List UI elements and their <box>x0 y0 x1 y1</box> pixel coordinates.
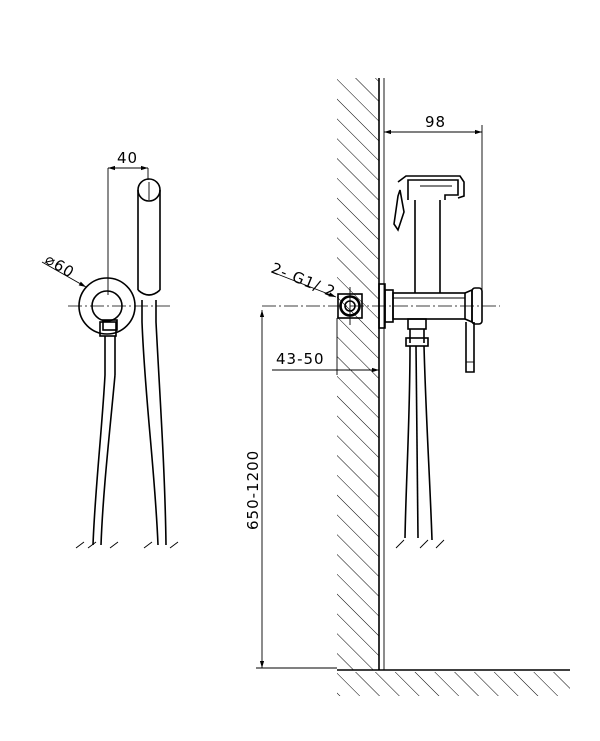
mixer-body <box>378 283 483 373</box>
projection-dimension-label: 98 <box>425 113 446 131</box>
side-hose <box>404 345 433 541</box>
height-dimension: 650-1200 <box>244 310 337 669</box>
wall-depth-dimension-label: 43-50 <box>276 350 325 368</box>
connection-callout: 2- G1/ 2 <box>269 259 339 301</box>
floor-section <box>337 669 570 696</box>
wall-depth-dimension: 43-50 <box>272 318 379 375</box>
hose-outlet <box>405 318 429 347</box>
handheld-spray <box>393 175 465 293</box>
front-view: 40 ⌀60 <box>41 149 179 549</box>
side-ground-break <box>395 539 445 549</box>
wall-section <box>337 78 385 670</box>
embedded-connector <box>337 287 363 325</box>
front-ground-break <box>75 541 179 549</box>
diameter-dimension: ⌀60 <box>41 250 87 288</box>
projection-dimension: 98 <box>384 113 483 290</box>
handheld-holder <box>137 178 161 322</box>
valve-body <box>78 277 136 375</box>
width-dimension-label: 40 <box>117 149 138 167</box>
shower-hose <box>92 321 167 546</box>
side-view: 98 2- G1/ 2 43-50 650-1200 <box>244 78 570 696</box>
width-dimension: 40 <box>107 149 149 295</box>
connection-callout-label: 2- G1/ 2 <box>269 259 339 301</box>
height-dimension-label: 650-1200 <box>244 450 262 530</box>
diameter-dimension-label: ⌀60 <box>42 250 78 282</box>
